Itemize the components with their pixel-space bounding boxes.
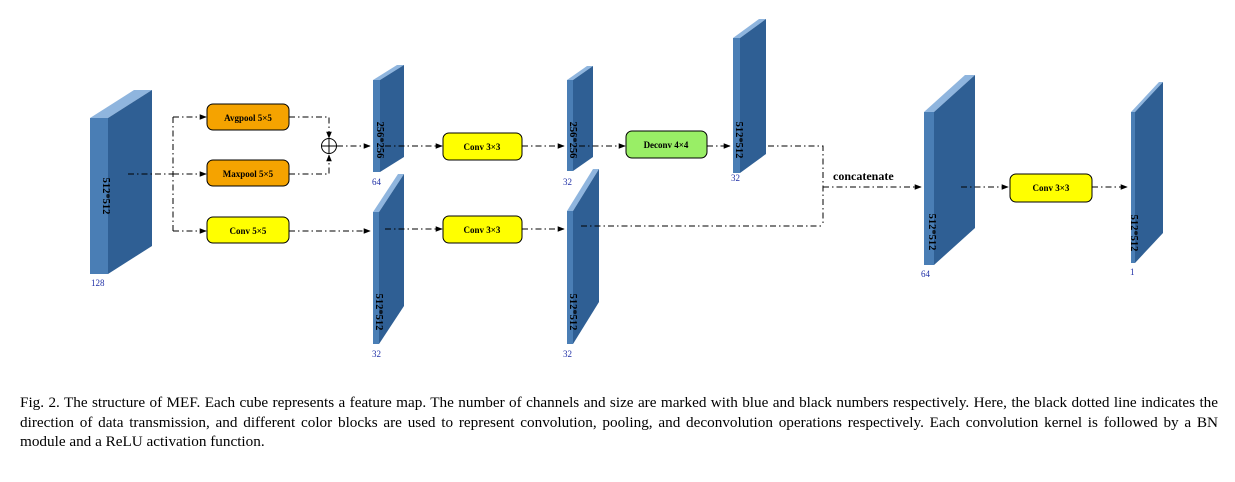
cube-channel-label: 128 — [91, 278, 105, 288]
cube-size-label: 512*512 — [733, 122, 744, 159]
cube-channel-label: 32 — [563, 177, 572, 187]
block-shape — [206, 216, 290, 244]
cube-channel-label: 32 — [563, 349, 572, 359]
block-label: Avgpool 5×5 — [224, 113, 272, 123]
cube-size-label: 512*512 — [926, 214, 937, 251]
cube-concat-out: 512*512 64 — [921, 75, 975, 279]
op-conv3-final-block: Conv 3×3 — [1009, 173, 1093, 203]
cube-top-face — [924, 75, 975, 112]
cube-top-face — [1131, 82, 1163, 112]
cube-front-face — [373, 80, 380, 172]
cube-channel-label: 32 — [731, 173, 740, 183]
cube-pool-out: 256*256 64 — [372, 65, 404, 187]
block-shape — [625, 130, 708, 159]
circled-plus-icon — [321, 138, 337, 154]
cube-size-label: 512*512 — [100, 178, 111, 215]
block-shape — [442, 215, 523, 244]
cube-channel-label: 64 — [921, 269, 931, 279]
cube-deconv-out: 512*512 32 — [731, 19, 766, 183]
mef-structure-diagram: 512*512 128 256*256 64 512*512 32 256*25… — [90, 19, 1163, 359]
block-label: Conv 3×3 — [464, 225, 501, 235]
block-label: Maxpool 5×5 — [223, 169, 274, 179]
cube-conv5-out: 512*512 32 — [372, 174, 404, 359]
cube-channel-label: 64 — [372, 177, 382, 187]
concatenate-label: concatenate — [833, 169, 894, 183]
cube-top-face — [90, 90, 152, 118]
block-label: Conv 3×3 — [1033, 183, 1070, 193]
cube-side-face — [1135, 82, 1163, 263]
cube-side-face — [573, 66, 593, 171]
cube-top-face — [373, 65, 404, 80]
block-label: Conv 5×5 — [230, 226, 267, 236]
op-maxpool-block: Maxpool 5×5 — [206, 159, 290, 187]
cube-front-face — [373, 212, 379, 344]
cube-front-face — [90, 118, 108, 274]
cube-size-label: 256*256 — [567, 122, 578, 159]
cube-front-face — [1131, 112, 1135, 263]
op-conv3-upper-block: Conv 3×3 — [442, 132, 523, 161]
figure-caption: Fig. 2. The structure of MEF. Each cube … — [20, 394, 1218, 450]
flow-arrow — [289, 116, 332, 139]
op-conv5-block: Conv 5×5 — [206, 216, 290, 244]
cube-low-conv-out: 512*512 32 — [563, 169, 599, 359]
op-deconv-block: Deconv 4×4 — [625, 130, 708, 159]
cube-input: 512*512 128 — [90, 90, 152, 288]
cube-side-face — [573, 169, 599, 344]
block-label: Conv 3×3 — [464, 142, 501, 152]
cube-size-label: 256*256 — [374, 122, 385, 159]
cube-channel-label: 1 — [1130, 267, 1135, 277]
cube-front-face — [567, 80, 573, 171]
block-shape — [1009, 173, 1093, 203]
cube-size-label: 512*512 — [373, 294, 384, 331]
cube-top-face — [733, 19, 766, 38]
block-shape — [206, 159, 290, 187]
cube-output: 512*512 1 — [1128, 82, 1163, 277]
flow-arrow — [289, 154, 332, 175]
cube-size-label: 512*512 — [1128, 215, 1139, 252]
block-shape — [442, 132, 523, 161]
cube-side-face — [934, 75, 975, 265]
cube-side-face — [380, 65, 404, 172]
cube-side-face — [740, 19, 766, 173]
block-label: Deconv 4×4 — [644, 140, 689, 150]
cube-channel-label: 32 — [372, 349, 381, 359]
cube-top-face — [567, 169, 599, 211]
block-shape — [206, 103, 290, 131]
cube-side-face — [379, 174, 404, 344]
op-avgpool-block: Avgpool 5×5 — [206, 103, 290, 131]
cube-up-conv-out: 256*256 32 — [563, 66, 593, 187]
cube-top-face — [373, 174, 404, 212]
cube-front-face — [733, 38, 740, 173]
cube-side-face — [108, 90, 152, 274]
cube-top-face — [567, 66, 593, 80]
flow-line — [768, 145, 824, 226]
cube-size-label: 512*512 — [567, 294, 578, 331]
cube-front-face — [567, 211, 573, 344]
flow-connectors — [128, 114, 1128, 234]
op-conv3-lower-block: Conv 3×3 — [442, 215, 523, 244]
cube-front-face — [924, 112, 934, 265]
